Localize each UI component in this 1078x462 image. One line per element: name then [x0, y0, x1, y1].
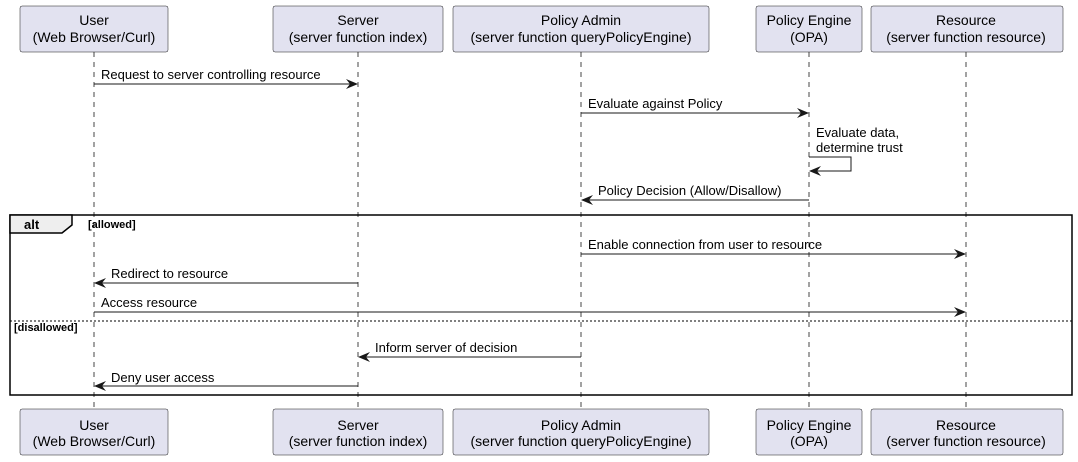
participant-box: [755, 408, 863, 456]
message-enable-connection[interactable]: Enable connection from user to resource: [581, 237, 966, 259]
participant-name: User: [79, 417, 109, 433]
participant-subtitle: (Web Browser/Curl): [33, 433, 156, 449]
participant-name: Resource: [936, 417, 996, 433]
participant-name: Policy Engine: [767, 12, 852, 28]
participant-server-top[interactable]: Server (server function index): [272, 5, 444, 53]
participant-subtitle: (server function index): [289, 29, 428, 45]
participant-box: [272, 5, 444, 53]
participant-name: Server: [337, 417, 379, 433]
participant-resource-bottom[interactable]: Resource (server function resource): [870, 408, 1064, 456]
participant-box: [452, 5, 710, 53]
participant-subtitle: (server function resource): [886, 433, 1046, 449]
participants-bottom: User (Web Browser/Curl) Server (server f…: [19, 408, 1064, 456]
alt-guard-allowed: [allowed]: [88, 219, 136, 231]
alt-frame: [9, 214, 1073, 396]
participant-box: [870, 408, 1064, 456]
messages: Request to server controlling resource E…: [94, 67, 966, 391]
participant-admin-top[interactable]: Policy Admin (server function queryPolic…: [452, 5, 710, 53]
alt-guard-disallowed: [disallowed]: [14, 322, 78, 334]
participant-box: [19, 5, 169, 53]
participant-user-top[interactable]: User (Web Browser/Curl): [19, 5, 169, 53]
participants-top: User (Web Browser/Curl) Server (server f…: [19, 5, 1064, 53]
participant-subtitle: (server function index): [289, 433, 428, 449]
participant-name: Policy Engine: [767, 417, 852, 433]
participant-subtitle: (Web Browser/Curl): [33, 29, 156, 45]
message-label: Enable connection from user to resource: [588, 237, 822, 252]
message-label: Access resource: [101, 295, 197, 310]
participant-name: User: [79, 12, 109, 28]
participant-box: [452, 408, 710, 456]
participant-admin-bottom[interactable]: Policy Admin (server function queryPolic…: [452, 408, 710, 456]
message-deny-access[interactable]: Deny user access: [94, 370, 358, 391]
alt-fragment: alt [allowed] [disallowed]: [9, 214, 1073, 396]
participant-box: [755, 5, 863, 53]
message-label-line1: Evaluate data,: [816, 125, 899, 140]
participant-subtitle: (server function queryPolicyEngine): [471, 29, 692, 45]
participant-subtitle: (server function resource): [886, 29, 1046, 45]
message-label: Inform server of decision: [375, 340, 517, 355]
alt-label-tab: [9, 214, 73, 234]
participant-resource-top[interactable]: Resource (server function resource): [870, 5, 1064, 53]
participant-box: [19, 408, 169, 456]
message-inform-server[interactable]: Inform server of decision: [358, 340, 581, 362]
participant-name: Policy Admin: [541, 417, 621, 433]
message-arrow: [809, 156, 852, 176]
message-redirect-to-resource[interactable]: Redirect to resource: [94, 266, 358, 288]
participant-engine-top[interactable]: Policy Engine (OPA): [755, 5, 863, 53]
message-label: Policy Decision (Allow/Disallow): [598, 183, 782, 198]
message-label: Deny user access: [111, 370, 215, 385]
message-label: Request to server controlling resource: [101, 67, 321, 82]
lifelines: [93, 52, 967, 408]
participant-subtitle: (server function queryPolicyEngine): [471, 433, 692, 449]
participant-engine-bottom[interactable]: Policy Engine (OPA): [755, 408, 863, 456]
participant-name: Server: [337, 12, 379, 28]
participant-subtitle: (OPA): [790, 29, 828, 45]
participant-box: [272, 408, 444, 456]
message-label: Redirect to resource: [111, 266, 228, 281]
message-request-to-server[interactable]: Request to server controlling resource: [94, 67, 358, 89]
participant-server-bottom[interactable]: Server (server function index): [272, 408, 444, 456]
participant-name: Resource: [936, 12, 996, 28]
message-evaluate-policy[interactable]: Evaluate against Policy: [581, 96, 809, 118]
participant-name: Policy Admin: [541, 12, 621, 28]
participant-user-bottom[interactable]: User (Web Browser/Curl): [19, 408, 169, 456]
participant-box: [870, 5, 1064, 53]
alt-label: alt: [24, 217, 40, 232]
message-policy-decision[interactable]: Policy Decision (Allow/Disallow): [581, 183, 809, 205]
message-evaluate-data-self[interactable]: Evaluate data, determine trust: [809, 125, 903, 176]
message-label: Evaluate against Policy: [588, 96, 723, 111]
message-label-line2: determine trust: [816, 140, 903, 155]
message-access-resource[interactable]: Access resource: [94, 295, 966, 317]
participant-subtitle: (OPA): [790, 433, 828, 449]
